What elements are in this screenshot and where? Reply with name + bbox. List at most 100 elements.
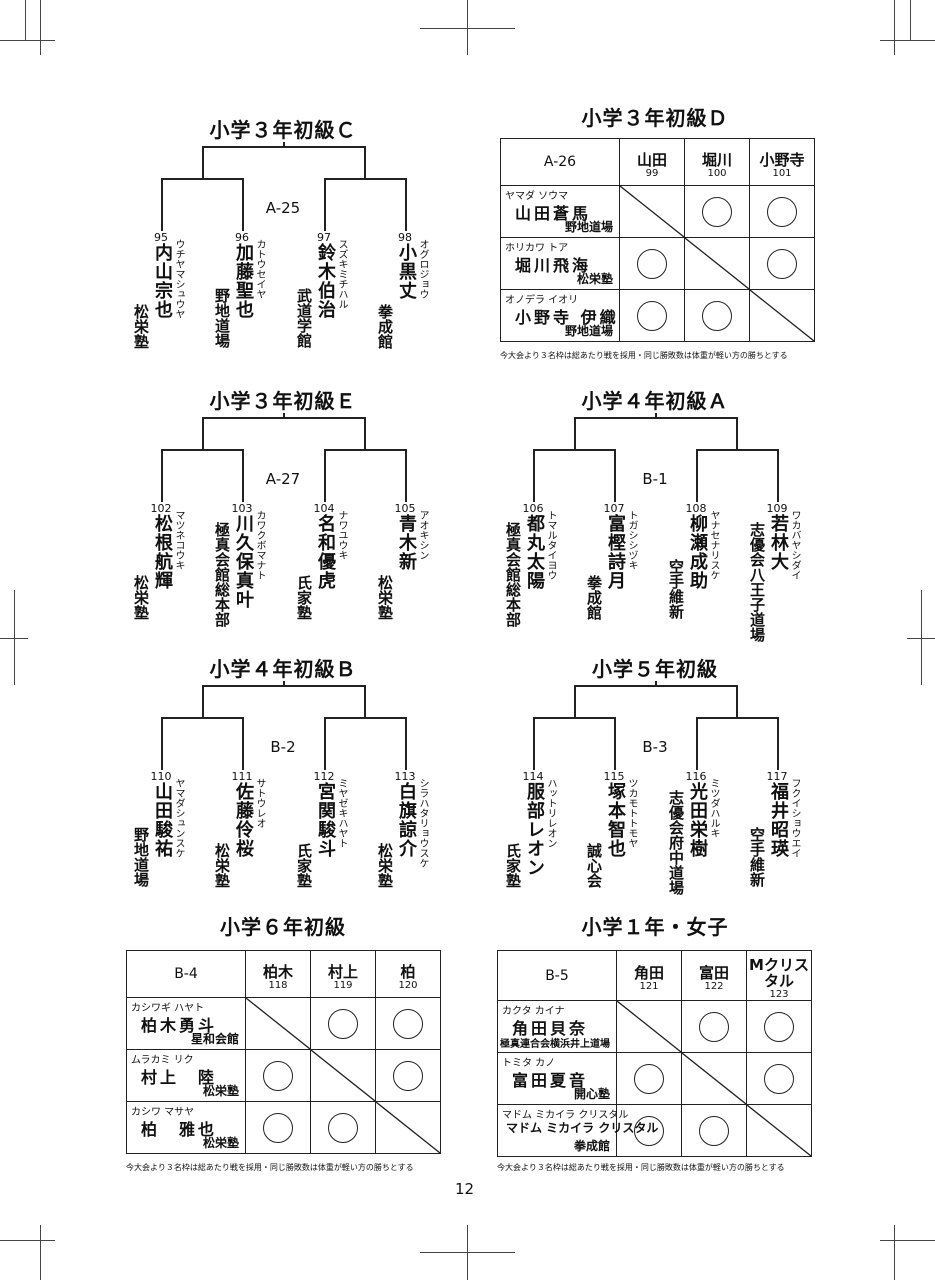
bracket-line xyxy=(161,717,163,770)
player-kana: ヤマダシュンスケ xyxy=(173,778,184,858)
dojo-name: 極真連合会横浜井上道場 xyxy=(500,1039,610,1050)
crop-mark xyxy=(40,1225,41,1280)
player-name: 宮関駿斗 xyxy=(315,782,336,858)
dojo-name: 空手維新 xyxy=(748,827,766,887)
bracket-line xyxy=(161,717,242,719)
result-cell xyxy=(310,997,376,1050)
result-cell xyxy=(746,1000,812,1053)
entry-number: 115 xyxy=(603,770,625,783)
entry-number: 109 xyxy=(766,502,788,515)
player-name: 松根航輝 xyxy=(152,514,173,590)
player-name: 服部レオン xyxy=(524,782,545,877)
player-cell: カシワ マサヤ柏 雅也松栄塾 xyxy=(126,1101,246,1154)
header-name: Mクリスタル xyxy=(749,956,809,990)
player-cell: マドム ミカイラ クリスタルマドム ミカイラ クリスタル拳成館 xyxy=(497,1104,658,1157)
player-kana: マツネコウキ xyxy=(173,510,184,570)
bracket-line xyxy=(242,717,244,770)
dojo-name: 星和会館 xyxy=(190,1032,239,1046)
table-row: マドム ミカイラ クリスタルマドム ミカイラ クリスタル拳成館 xyxy=(497,1104,812,1157)
crop-mark xyxy=(0,40,55,41)
bracket-line xyxy=(364,417,366,449)
bracket-line xyxy=(614,717,616,770)
player-name: 富田夏音 xyxy=(512,1071,589,1090)
self-match-cell xyxy=(619,185,685,238)
circle-mark xyxy=(767,248,797,279)
header-name: 柏 xyxy=(400,962,416,981)
match-code: B-2 xyxy=(270,738,296,756)
dojo-name: 松栄塾 xyxy=(376,575,394,620)
bracket-line xyxy=(533,717,614,719)
player-name: 若林大 xyxy=(768,514,789,571)
circle-mark xyxy=(767,196,797,227)
bracket-line xyxy=(202,417,364,419)
result-cell xyxy=(681,1104,747,1157)
player-name: 鈴木伯治 xyxy=(315,243,336,319)
player-cell: ムラカミ リク村上 陸松栄塾 xyxy=(126,1049,246,1102)
entry-number: 101 xyxy=(772,167,792,179)
player-name: 堀川飛海 xyxy=(515,256,592,275)
player-kana: ワカバヤシダイ xyxy=(789,510,800,580)
dojo-name: 野地道場 xyxy=(564,220,613,234)
bracket-line xyxy=(696,449,698,502)
round-robin-title: 小学１年・女子 xyxy=(581,915,729,939)
self-match-cell xyxy=(375,1101,441,1154)
crop-mark xyxy=(40,0,41,55)
bracket-line xyxy=(364,146,366,178)
table-row: カクタ カイナ角田貝奈極真連合会横浜井上道場 xyxy=(497,1000,812,1053)
player-name: 山田蒼馬 xyxy=(515,204,592,223)
circle-mark xyxy=(328,1112,358,1143)
header-name: 小野寺 xyxy=(759,150,805,169)
player-name: 村上 陸 xyxy=(141,1068,218,1087)
dojo-name: 極真会館総本部 xyxy=(213,522,231,627)
bracket-line xyxy=(324,717,405,719)
crop-mark xyxy=(894,1225,895,1280)
bracket-line xyxy=(405,449,407,502)
bracket-line xyxy=(655,681,657,685)
player-kana: マドム ミカイラ クリスタル xyxy=(502,1110,629,1121)
self-match-cell xyxy=(681,1052,747,1105)
player-cell: カシワギ ハヤト柏木勇斗星和会館 xyxy=(126,997,246,1050)
player-kana: ヤナセナリスケ xyxy=(708,510,719,580)
player-kana: カトウセイヤ xyxy=(254,239,265,299)
player-name: 佐藤伶桜 xyxy=(233,782,254,858)
dojo-name: 松栄塾 xyxy=(132,575,150,620)
crop-mark xyxy=(880,1240,935,1241)
circle-mark xyxy=(634,1063,664,1094)
bracket-line xyxy=(574,417,576,449)
entry-number: 100 xyxy=(707,167,727,179)
dojo-name: 野地道場 xyxy=(213,288,231,348)
self-match-cell xyxy=(684,237,750,290)
header-name: 山田 xyxy=(636,150,667,169)
bracket-line xyxy=(283,142,285,146)
bracket-line xyxy=(161,178,163,231)
player-kana: フクイショウエイ xyxy=(789,778,800,858)
entry-number: 122 xyxy=(704,981,724,992)
result-cell xyxy=(616,1052,682,1105)
entry-number: 99 xyxy=(645,167,659,179)
player-name: 山田駿祐 xyxy=(152,782,173,858)
bracket-line xyxy=(405,178,407,231)
player-name: 福井昭瑛 xyxy=(768,782,789,858)
bracket-line xyxy=(161,449,163,502)
circle-mark xyxy=(637,248,667,279)
player-name: 光田栄樹 xyxy=(687,782,708,858)
player-kana: カクタ カイナ xyxy=(502,1006,565,1017)
match-code: B-1 xyxy=(642,470,668,488)
bracket-line xyxy=(777,717,779,770)
match-code-cell: A-26 xyxy=(500,138,620,186)
player-kana: カシワ マサヤ xyxy=(131,1107,195,1118)
bracket-line xyxy=(242,449,244,502)
dojo-name: 誠心会 xyxy=(585,843,603,888)
bracket-line xyxy=(202,146,204,178)
entry-number: 121 xyxy=(639,981,659,992)
dojo-name: 志優会八王子道場 xyxy=(748,522,766,642)
bracket-title: 小学３年初級Ｅ xyxy=(209,389,357,413)
entry-number: 119 xyxy=(333,979,353,991)
result-cell xyxy=(684,289,750,342)
player-name: 川久保真叶 xyxy=(233,514,254,609)
